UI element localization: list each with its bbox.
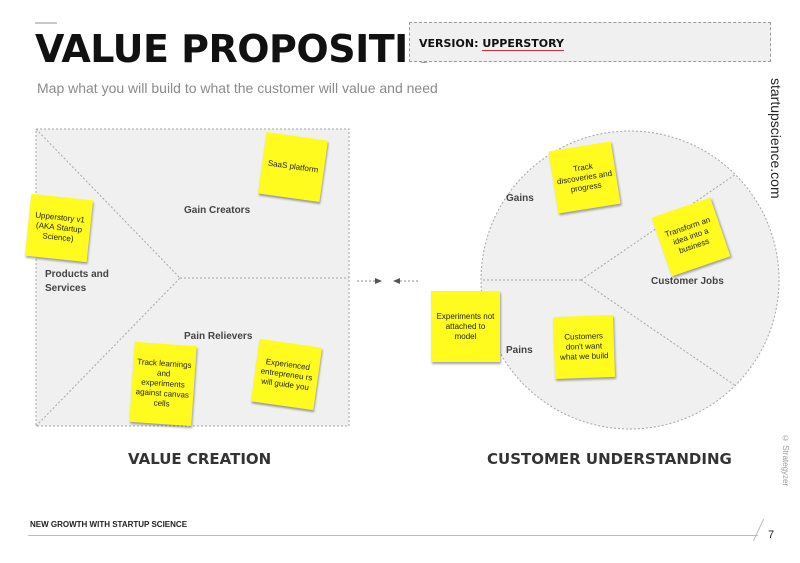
copyright-strategyzer: © Strategyzer	[781, 434, 790, 487]
sticky-saas-platform[interactable]: SaaS platform	[257, 131, 329, 203]
customer-jobs-label: Customer Jobs	[651, 276, 724, 287]
title-accent-bar	[35, 22, 57, 24]
customer-profile-circle	[480, 130, 780, 430]
footer-text: NEW GROWTH WITH STARTUP SCIENCE	[30, 520, 188, 529]
sticky-track-discoveries[interactable]: Track discoveries and progress	[548, 141, 621, 214]
products-services-label: Products and Services	[45, 269, 109, 294]
sticky-upperstory[interactable]: Upperstory v1 (AKA Startup Science)	[24, 193, 94, 263]
page-title: VALUE PROPOSITION	[35, 27, 471, 71]
brand-url: startupscience.com	[768, 78, 784, 199]
customer-understanding-heading: CUSTOMER UNDERSTANDING	[487, 450, 732, 468]
version-prefix: VERSION:	[419, 37, 483, 50]
version-box: VERSION: UPPERSTORY	[409, 22, 771, 62]
sticky-experienced-entrepreneurs[interactable]: Experienced entrepreneu rs will guide yo…	[250, 338, 323, 411]
sticky-track-learnings[interactable]: Track learnings and experiments against …	[129, 341, 197, 427]
version-label: VERSION: UPPERSTORY	[419, 37, 564, 51]
pains-label: Pains	[506, 345, 533, 356]
sticky-experiments-not-attached[interactable]: Experiments not attached to model	[431, 291, 500, 362]
version-name: UPPERSTORY	[482, 37, 564, 51]
fit-arrows	[357, 278, 420, 284]
page-subtitle: Map what you will build to what the cust…	[37, 80, 438, 96]
sticky-customers-dont-want[interactable]: Customers don't want what we build	[552, 314, 616, 380]
gain-creators-label: Gain Creators	[184, 205, 251, 216]
page-number: 7	[768, 529, 775, 541]
pain-relievers-label: Pain Relievers	[184, 331, 253, 342]
value-creation-heading: VALUE CREATION	[128, 450, 272, 468]
footer-divider	[28, 535, 758, 536]
gains-label: Gains	[506, 193, 534, 204]
